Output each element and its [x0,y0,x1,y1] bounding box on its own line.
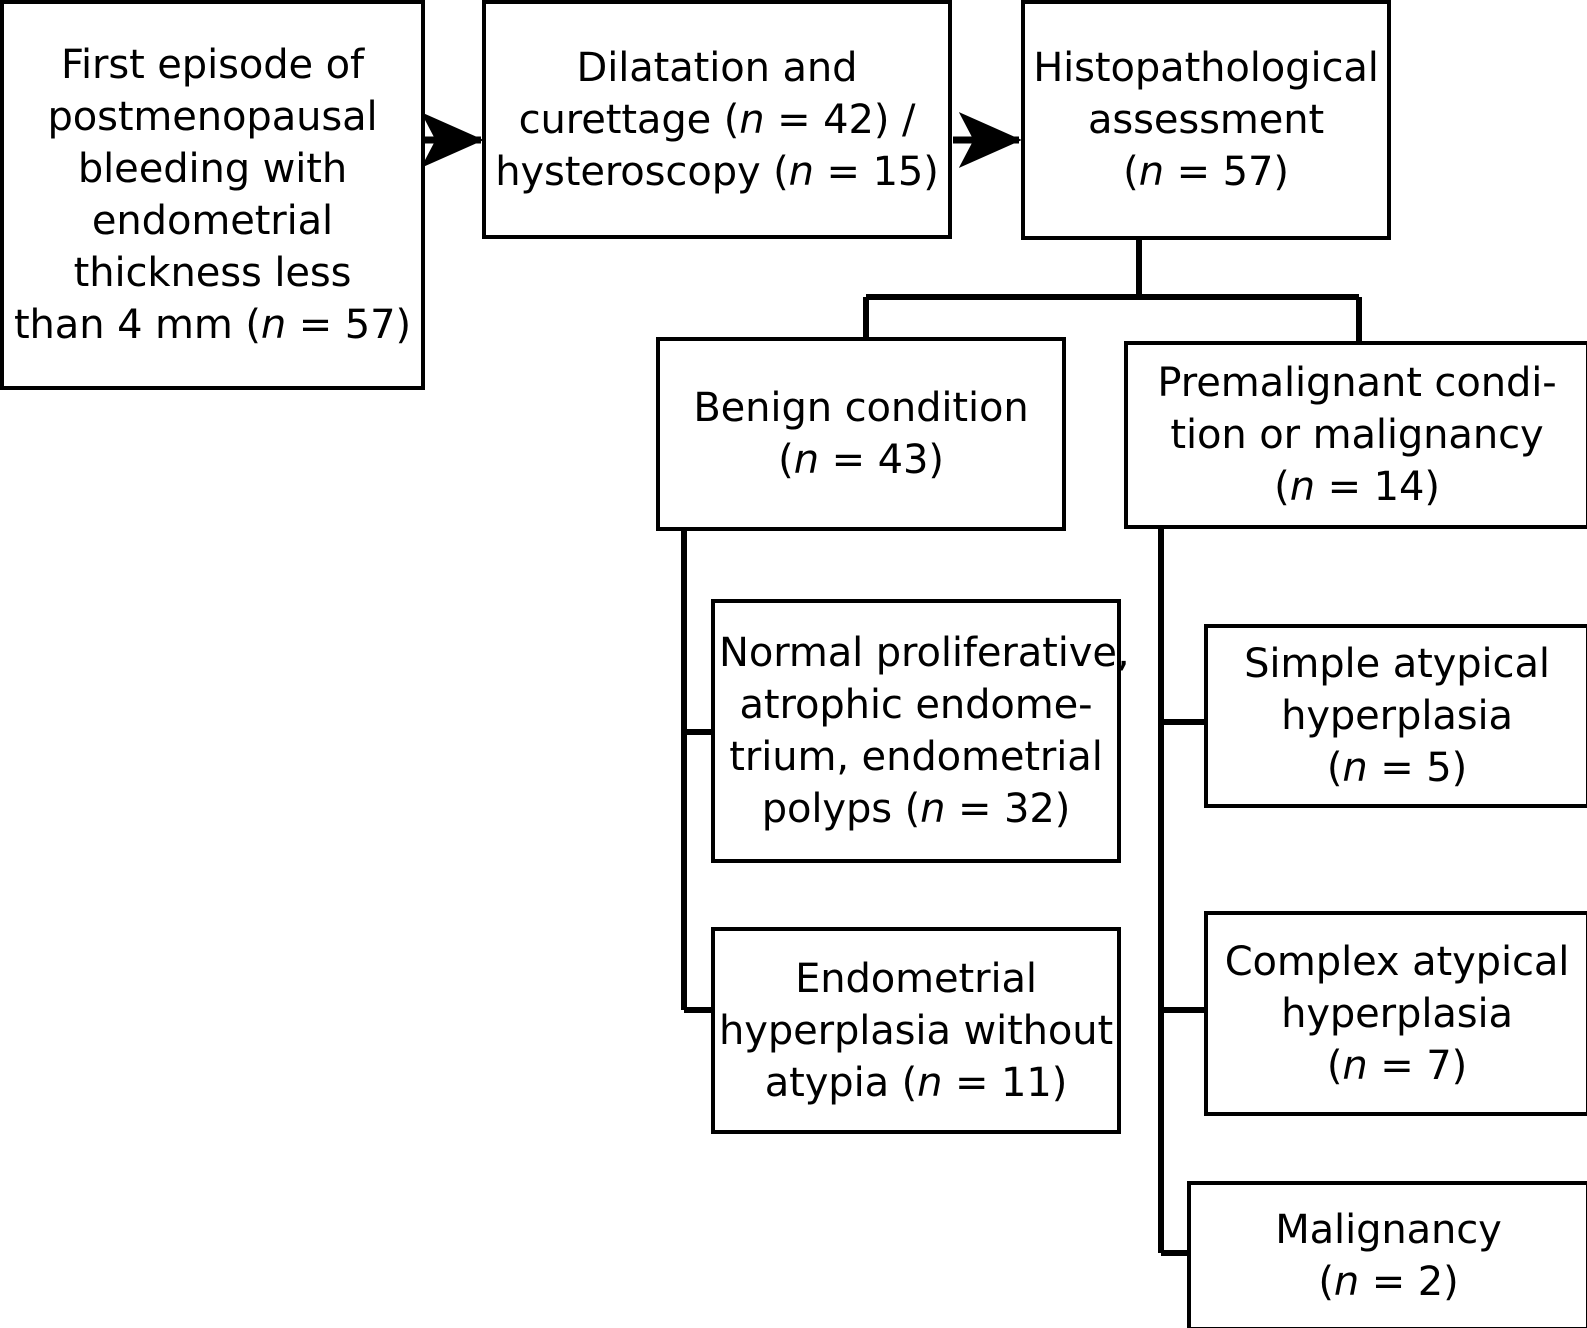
italic-n: n [1138,149,1164,195]
node-malignancy-label: Malignancy (n = 2) [1275,1207,1502,1305]
node-procedure-label: Dilatation and curettage (n = 42) / hyst… [495,44,939,195]
italic-n: n [1289,464,1315,510]
node-benign-condition[interactable]: Benign condition (n = 43) [656,337,1066,531]
node-premalignant-or-malignancy[interactable]: Premalignant condi- tion or malignancy (… [1124,341,1587,529]
italic-n: n [920,786,946,832]
node-premalignant-or-malignancy-label: Premalignant condi- tion or malignancy (… [1157,360,1557,510]
node-malignancy[interactable]: Malignancy (n = 2) [1187,1181,1587,1328]
node-simple-atypical-hyperplasia-label: Simple atypical hyperplasia (n = 5) [1244,641,1550,791]
italic-n: n [1342,745,1368,791]
italic-n: n [793,437,819,483]
edge-premalignant-children [1158,528,1206,1256]
node-hyperplasia-without-atypia[interactable]: Endometrial hyperplasia without atypia (… [711,927,1121,1134]
node-normal-atrophic-polyps[interactable]: Normal proliferative, atrophic endome- t… [711,599,1130,863]
node-source[interactable]: First episode of postmenopausal bleeding… [0,0,425,390]
node-complex-atypical-hyperplasia[interactable]: Complex atypical hyperplasia (n = 7) [1204,911,1587,1116]
edge-benign-children [681,530,713,1013]
italic-n: n [739,96,765,143]
edge-histopathology-split [863,240,1362,343]
node-histopathology[interactable]: Histopathological assessment (n = 57) [1021,0,1391,240]
italic-n: n [917,1059,943,1106]
italic-n: n [788,148,814,195]
node-hyperplasia-without-atypia-label: Endometrial hyperplasia without atypia (… [719,955,1114,1106]
italic-n: n [1333,1259,1360,1305]
node-histopathology-label: Histopathological assessment (n = 57) [1033,45,1379,195]
node-complex-atypical-hyperplasia-label: Complex atypical hyperplasia (n = 7) [1224,938,1570,1089]
italic-n: n [1342,1042,1368,1089]
italic-n: n [260,302,287,348]
node-normal-atrophic-polyps-label: Normal proliferative, atrophic endome- t… [719,630,1130,832]
node-benign-condition-label: Benign condition (n = 43) [693,385,1029,483]
node-procedure[interactable]: Dilatation and curettage (n = 42) / hyst… [482,0,952,239]
node-source-label: First episode of postmenopausal bleeding… [13,42,412,348]
node-simple-atypical-hyperplasia[interactable]: Simple atypical hyperplasia (n = 5) [1204,624,1587,808]
